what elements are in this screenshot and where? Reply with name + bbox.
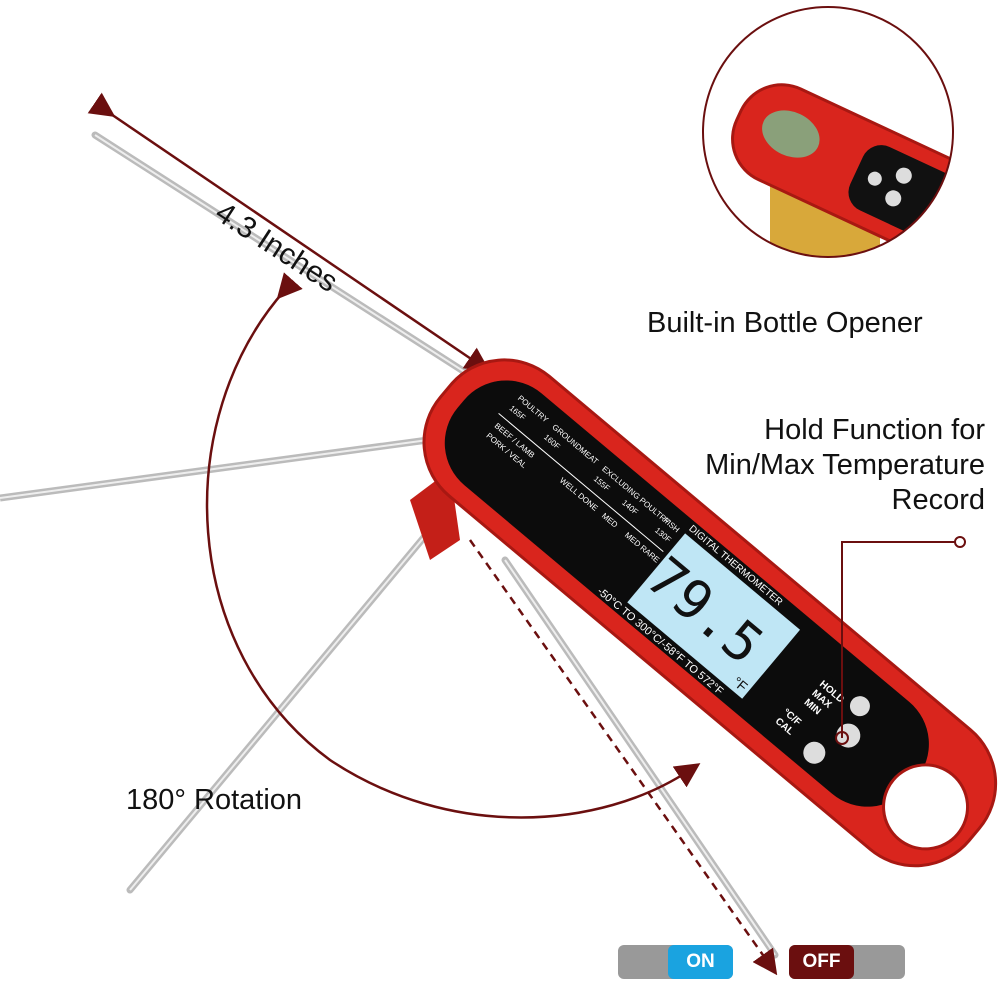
light-button[interactable] bbox=[846, 692, 874, 720]
on-toggle[interactable]: ON bbox=[618, 945, 733, 979]
hold-callout-line bbox=[841, 541, 960, 738]
guide-divider bbox=[498, 413, 664, 552]
bottle-opener-label: Built-in Bottle Opener bbox=[647, 307, 923, 339]
off-button[interactable]: OFF bbox=[789, 945, 854, 979]
lcd-screen bbox=[627, 533, 801, 699]
bottle-opener-hole bbox=[882, 763, 970, 851]
bottle-opener-inset bbox=[702, 6, 954, 258]
hold-function-label: Hold Function for Min/Max Temperature Re… bbox=[705, 413, 985, 518]
rotation-arc bbox=[205, 272, 701, 819]
rotation-label: 180° Rotation bbox=[126, 784, 303, 816]
hold-label-line-1: Hold Function for bbox=[764, 414, 985, 446]
on-button[interactable]: ON bbox=[668, 945, 733, 979]
fold-dashed-line bbox=[468, 539, 778, 976]
hold-label-line-3: Record bbox=[891, 484, 986, 516]
hold-label-line-2: Min/Max Temperature bbox=[705, 449, 985, 481]
off-toggle[interactable]: OFF bbox=[789, 945, 905, 979]
unit-cal-button[interactable] bbox=[799, 737, 830, 768]
